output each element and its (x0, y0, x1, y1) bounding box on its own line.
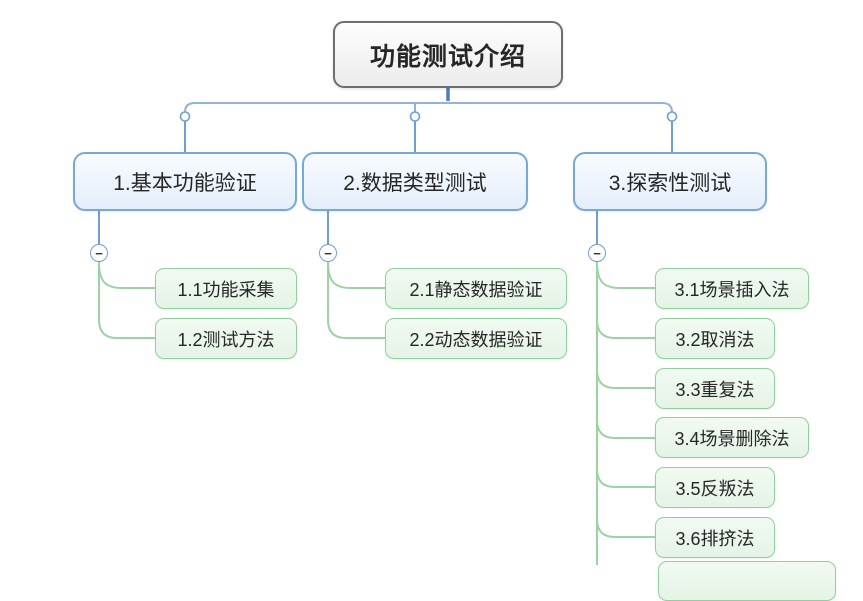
branch-node-3[interactable]: 3.探索性测试 (573, 152, 767, 211)
collapse-minus-icon[interactable]: − (319, 244, 337, 262)
branch-node-2[interactable]: 2.数据类型测试 (302, 152, 528, 211)
collapse-minus-icon[interactable]: − (588, 244, 606, 262)
connector-joint (179, 111, 191, 122)
leaf-node-1-1[interactable]: 1.1功能采集 (155, 268, 297, 309)
connector-leaf-1-2 (98, 262, 155, 339)
connector-top-rail (184, 102, 673, 113)
connector-joint (409, 111, 421, 122)
leaf-node-3-5[interactable]: 3.5反叛法 (655, 467, 775, 508)
connector-joint (666, 111, 678, 122)
connector-leaf-3-2 (596, 319, 655, 339)
leaf-node-3-2[interactable]: 3.2取消法 (655, 318, 775, 359)
leaf-node-3-3[interactable]: 3.3重复法 (655, 368, 775, 409)
leaf-node-1-2[interactable]: 1.2测试方法 (155, 318, 297, 359)
leaf-node-3-6[interactable]: 3.6排挤法 (655, 517, 775, 558)
connector-leaf-3-5 (596, 468, 655, 488)
branch-node-1[interactable]: 1.基本功能验证 (73, 152, 297, 211)
connector-leaf-3-1 (596, 261, 655, 289)
connector-leaf-3-4 (596, 419, 655, 439)
connector-leaf-1-1 (98, 261, 155, 289)
mindmap-canvas: { "ui": { "collapse_glyph": "−" }, "colo… (73, 21, 836, 601)
connector-leaf-3-6 (596, 518, 655, 538)
connector-leaf-2-2 (327, 262, 385, 339)
leaf-node-3-1[interactable]: 3.1场景插入法 (655, 268, 809, 309)
collapse-minus-icon[interactable]: − (90, 244, 108, 262)
leaf-node-3-4[interactable]: 3.4场景删除法 (655, 417, 809, 458)
leaf-node-2-2[interactable]: 2.2动态数据验证 (385, 318, 567, 359)
connector-leaf-3-3 (596, 369, 655, 389)
connector-leaf-2-1 (327, 261, 385, 289)
root-node[interactable]: 功能测试介绍 (333, 21, 563, 88)
leaf-node-partial[interactable] (658, 561, 836, 601)
leaf-node-2-1[interactable]: 2.1静态数据验证 (385, 268, 567, 309)
